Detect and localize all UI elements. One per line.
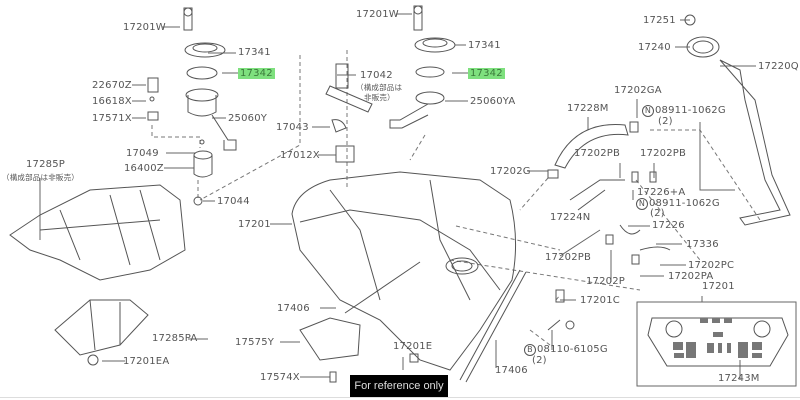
- part-label[interactable]: 17201W: [356, 9, 399, 20]
- part-label[interactable]: 17201W: [123, 22, 166, 33]
- part-label[interactable]: 17285P: [26, 159, 66, 170]
- part-label[interactable]: 17201C: [580, 295, 620, 306]
- part-label[interactable]: 17202PB: [574, 148, 621, 159]
- part-label[interactable]: 17201E: [393, 341, 433, 352]
- n-mark-icon: N: [642, 105, 654, 117]
- bottom-divider: [0, 397, 800, 398]
- part-label[interactable]: 17042: [360, 70, 393, 81]
- part-label[interactable]: 17406: [277, 303, 310, 314]
- part-label[interactable]: 25060YA: [470, 96, 516, 107]
- part-label[interactable]: 17202P: [586, 276, 626, 287]
- part-label[interactable]: 17240: [638, 42, 671, 53]
- part-label[interactable]: 17226: [652, 220, 685, 231]
- quantity: (2): [532, 355, 547, 366]
- left-pump-assembly: [147, 7, 237, 206]
- part-label[interactable]: 22670Z: [92, 80, 132, 91]
- part-number: 08911-1062G: [655, 105, 726, 116]
- part-label[interactable]: 17202PB: [640, 148, 687, 159]
- part-note: （構成部品は非販売）: [2, 173, 79, 182]
- part-label[interactable]: 17202PA: [668, 271, 714, 282]
- fuel-tank: [291, 171, 527, 389]
- part-label[interactable]: 17341: [238, 47, 271, 58]
- part-label[interactable]: 17044: [217, 196, 250, 207]
- part-label[interactable]: 17043: [276, 122, 309, 133]
- part-label[interactable]: 17201: [238, 219, 271, 230]
- part-label[interactable]: 17406: [495, 365, 528, 376]
- part-label[interactable]: 17336: [686, 239, 719, 250]
- right-sender-assembly: [325, 5, 456, 163]
- part-label[interactable]: 17220Q: [758, 61, 799, 72]
- part-label[interactable]: 16400Z: [124, 163, 164, 174]
- part-number: 08110-6105G: [537, 344, 608, 355]
- part-label[interactable]: 17571X: [92, 113, 132, 124]
- part-label[interactable]: 17285PA: [152, 333, 198, 344]
- part-label[interactable]: 17202PC: [688, 260, 735, 271]
- part-label[interactable]: 16618X: [92, 96, 132, 107]
- part-label[interactable]: 17012X: [280, 150, 320, 161]
- part-label[interactable]: 17224N: [550, 212, 591, 223]
- part-label[interactable]: 17575Y: [235, 337, 275, 348]
- part-label[interactable]: 17226+A: [637, 187, 686, 198]
- part-label[interactable]: 17202G: [490, 166, 531, 177]
- part-number: 08911-1062G: [649, 198, 720, 209]
- n-mark-icon: N: [636, 198, 648, 210]
- dashed-assembly-lines: [151, 50, 761, 346]
- inset-label-box: [636, 301, 797, 387]
- part-label[interactable]: 25060Y: [228, 113, 268, 124]
- part-note: 非販売）: [364, 93, 395, 102]
- part-label[interactable]: 17341: [468, 40, 501, 51]
- part-label[interactable]: 17243M: [718, 373, 760, 384]
- quantity: (2): [650, 208, 665, 219]
- part-note: （構成部品は: [356, 83, 403, 92]
- quantity: (2): [658, 116, 673, 127]
- part-label-highlighted[interactable]: 17342: [238, 68, 275, 79]
- part-label-highlighted[interactable]: 17342: [468, 68, 505, 79]
- part-label[interactable]: 17574X: [260, 372, 300, 383]
- part-label[interactable]: 17202PB: [545, 252, 592, 263]
- filler-neck-and-hoses: [547, 14, 791, 331]
- heat-shields: [9, 184, 361, 383]
- part-label[interactable]: 17201EA: [123, 356, 170, 367]
- part-label[interactable]: 17251: [643, 15, 676, 26]
- part-label[interactable]: 17202GA: [614, 85, 662, 96]
- reference-only-watermark: For reference only: [350, 375, 448, 397]
- inset-title[interactable]: 17201: [702, 281, 735, 292]
- b-mark-icon: B: [524, 344, 536, 356]
- part-label[interactable]: 17228M: [567, 103, 609, 114]
- part-label[interactable]: 17049: [126, 148, 159, 159]
